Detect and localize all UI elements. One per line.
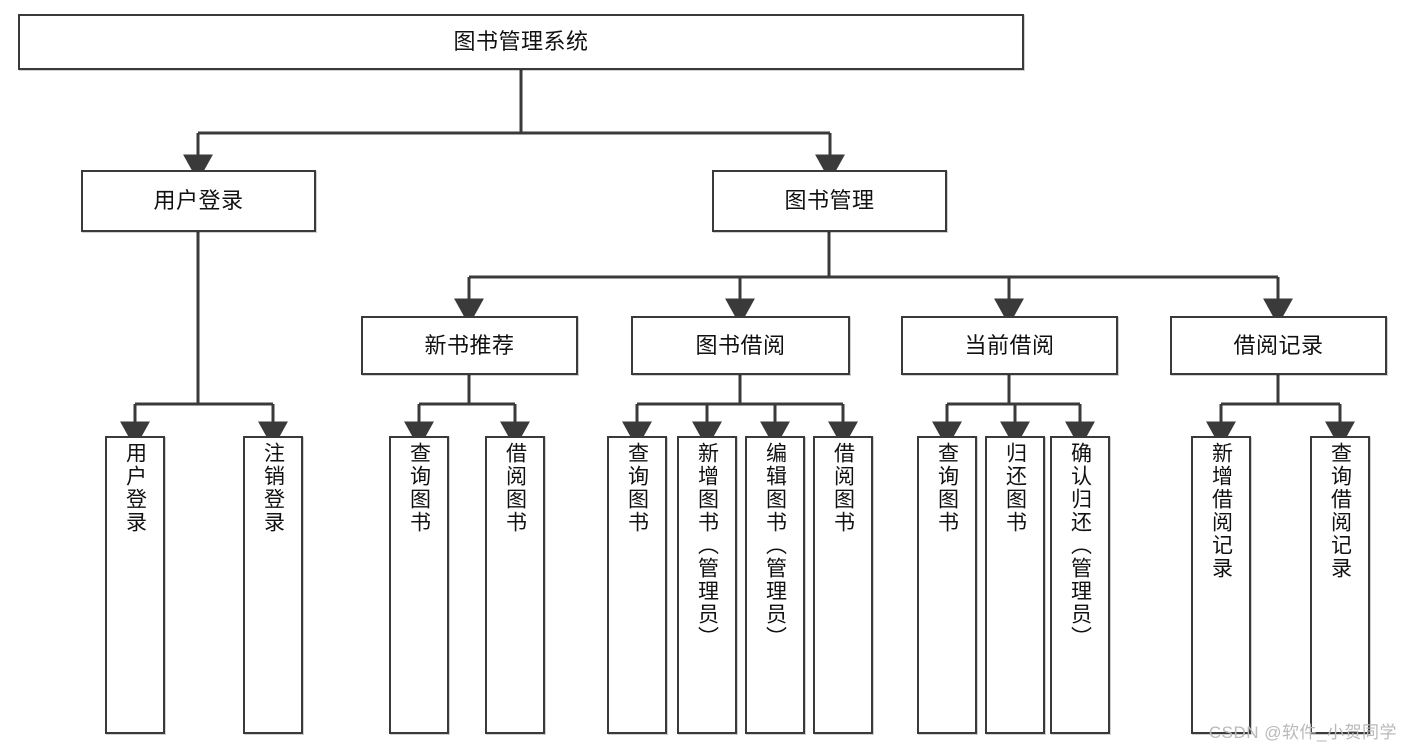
leaf-add-borrow-record-label: 新增借阅记录 [1209, 442, 1233, 580]
node-book-borrow[interactable]: 图书借阅 [631, 316, 850, 375]
leaf-return-book[interactable]: 归还图书 [985, 436, 1045, 734]
node-user-login[interactable]: 用户登录 [81, 170, 316, 232]
node-current-borrow[interactable]: 当前借阅 [901, 316, 1118, 375]
leaf-user-login-label: 用户登录 [123, 442, 147, 534]
leaf-borrow-book[interactable]: 借阅图书 [813, 436, 873, 734]
node-root[interactable]: 图书管理系统 [18, 14, 1024, 70]
node-new-book-recommend[interactable]: 新书推荐 [361, 316, 578, 375]
leaf-query-borrow-record[interactable]: 查询借阅记录 [1310, 436, 1370, 734]
leaf-user-login[interactable]: 用户登录 [105, 436, 165, 734]
node-root-label: 图书管理系统 [453, 29, 589, 55]
leaf-query-book-current-label: 查询图书 [935, 442, 959, 534]
leaf-edit-book-admin-label: 编辑图书（管理员） [763, 442, 787, 649]
leaf-confirm-return-admin[interactable]: 确认归还（管理员） [1050, 436, 1110, 734]
leaf-confirm-return-admin-label: 确认归还（管理员） [1068, 442, 1092, 649]
leaf-add-borrow-record[interactable]: 新增借阅记录 [1191, 436, 1251, 734]
leaf-add-book-admin[interactable]: 新增图书（管理员） [677, 436, 737, 734]
leaf-query-book-current[interactable]: 查询图书 [917, 436, 977, 734]
leaf-query-book-recommend[interactable]: 查询图书 [389, 436, 449, 734]
node-book-management[interactable]: 图书管理 [712, 170, 947, 232]
leaf-query-borrow-record-label: 查询借阅记录 [1328, 442, 1352, 580]
leaf-borrow-book-label: 借阅图书 [831, 442, 855, 534]
leaf-query-book-borrow[interactable]: 查询图书 [607, 436, 667, 734]
node-user-login-label: 用户登录 [153, 188, 244, 214]
leaf-logout-login[interactable]: 注销登录 [243, 436, 303, 734]
node-borrow-record[interactable]: 借阅记录 [1170, 316, 1387, 375]
leaf-borrow-book-recommend-label: 借阅图书 [503, 442, 527, 534]
node-book-borrow-label: 图书借阅 [695, 332, 786, 358]
leaf-edit-book-admin[interactable]: 编辑图书（管理员） [745, 436, 805, 734]
leaf-return-book-label: 归还图书 [1003, 442, 1027, 534]
node-book-management-label: 图书管理 [784, 188, 875, 214]
node-current-borrow-label: 当前借阅 [964, 332, 1055, 358]
leaf-borrow-book-recommend[interactable]: 借阅图书 [485, 436, 545, 734]
leaf-query-book-borrow-label: 查询图书 [625, 442, 649, 534]
leaf-logout-login-label: 注销登录 [261, 442, 285, 534]
leaf-add-book-admin-label: 新增图书（管理员） [695, 442, 719, 649]
node-new-book-recommend-label: 新书推荐 [424, 332, 515, 358]
node-borrow-record-label: 借阅记录 [1233, 332, 1324, 358]
leaf-query-book-recommend-label: 查询图书 [407, 442, 431, 534]
csdn-watermark: CSDN @软件_小贺同学 [1208, 723, 1397, 742]
